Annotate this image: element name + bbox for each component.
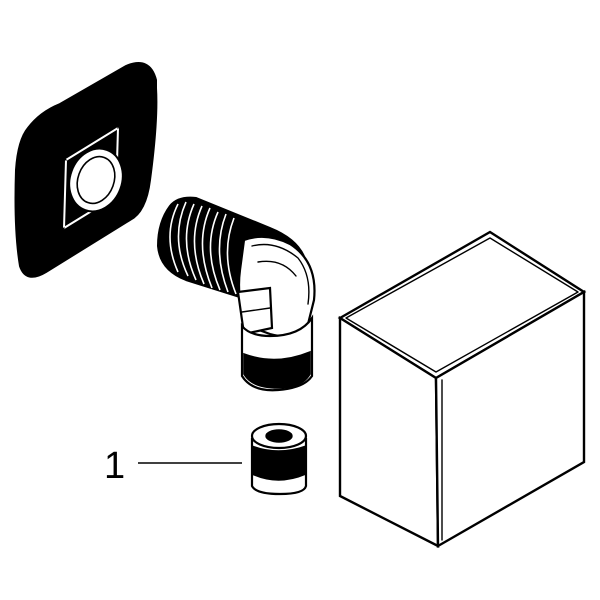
callout-label: 1: [104, 445, 125, 487]
elbow-clip: [236, 286, 274, 336]
elbow-thread-rings: [169, 201, 237, 295]
rosette-hole-rim: [76, 155, 116, 205]
callout-1: 1: [104, 445, 242, 487]
nut-bore: [265, 429, 293, 443]
elbow-clip-edge: [241, 307, 271, 313]
cover-cube: [337, 230, 587, 549]
rosette-bevel-diagonals: [37, 79, 141, 259]
cube-right-face: [434, 289, 586, 549]
rosette-bevel-outer: [27, 77, 147, 262]
cube-top-bevel: [345, 237, 579, 373]
adapter-nut: [250, 422, 308, 496]
elbow-outlet-thread: [243, 350, 311, 389]
wall-rosette: [14, 62, 158, 278]
nut-band: [251, 444, 307, 481]
elbow-bend-contour: [251, 243, 310, 305]
elbow-connector: [156, 196, 316, 392]
elbow-outlet-thread-lines: [247, 359, 307, 375]
